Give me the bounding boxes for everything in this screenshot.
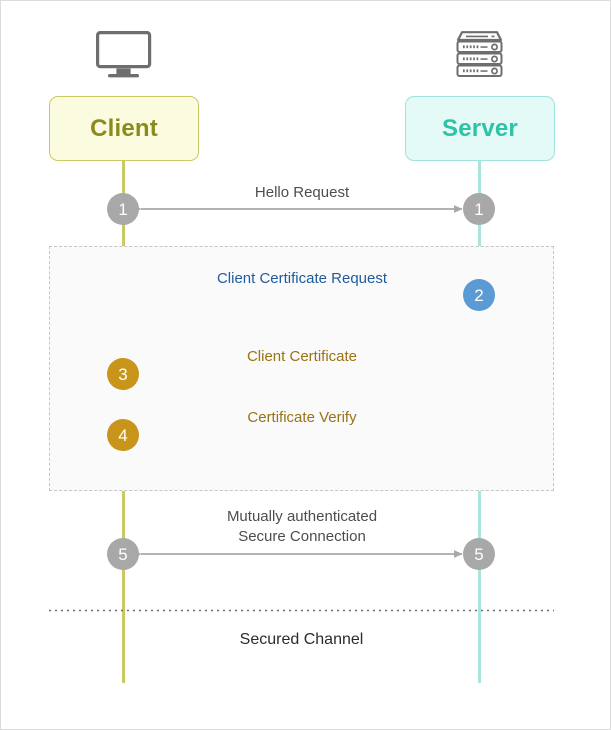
step-number: 5 — [118, 544, 128, 564]
step-marker-3-client[interactable]: 3 — [107, 358, 139, 390]
step-number: 2 — [474, 285, 484, 305]
actor-box-server[interactable]: Server — [405, 96, 555, 161]
step-marker-2-server[interactable]: 2 — [463, 279, 495, 311]
step-number: 4 — [118, 425, 128, 445]
monitor-icon — [96, 31, 152, 78]
step-marker-5-client[interactable]: 5 — [107, 538, 139, 570]
message-label-client-certificate-request: Client Certificate Request — [216, 270, 388, 287]
step-marker-1-client[interactable]: 1 — [107, 193, 139, 225]
server-rack-icon — [456, 31, 503, 77]
step-number: 5 — [474, 544, 484, 564]
step-number: 1 — [474, 199, 484, 219]
step-number: 1 — [118, 199, 128, 219]
secured-channel-label: Secured Channel — [239, 631, 364, 648]
step-marker-5-server[interactable]: 5 — [463, 538, 495, 570]
message-label-certificate-verify: Certificate Verify — [247, 409, 357, 426]
actor-box-client[interactable]: Client — [49, 96, 199, 161]
message-label-client-certificate: Client Certificate — [246, 348, 358, 365]
message-label-secure-connection: Mutually authenticated Secure Connection — [226, 508, 378, 545]
actor-label-server: Server — [442, 114, 518, 142]
step-marker-4-client[interactable]: 4 — [107, 419, 139, 451]
step-number: 3 — [118, 364, 128, 384]
step-marker-1-server[interactable]: 1 — [463, 193, 495, 225]
message-label-hello-request: Hello Request — [254, 184, 350, 201]
actor-label-client: Client — [90, 114, 158, 142]
